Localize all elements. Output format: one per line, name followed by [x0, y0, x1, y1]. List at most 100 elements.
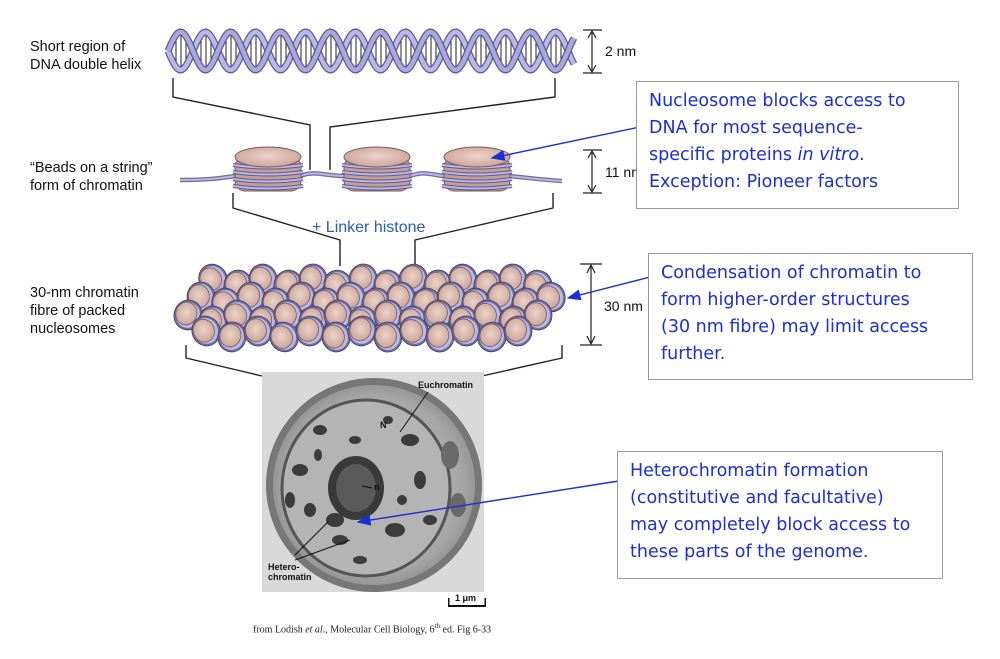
fibre-nucleosome-core — [375, 324, 397, 348]
fibre-nucleosome-core — [192, 319, 215, 343]
heterochromatin-patch — [304, 503, 316, 517]
callout-nucleosome-line4: Exception: Pioneer factors — [649, 172, 879, 192]
fibre-nucleosome — [399, 315, 429, 347]
fibre-nucleosome — [295, 315, 325, 347]
label-linker-histone: + Linker histone — [312, 219, 426, 236]
credit-et-al: et al — [305, 624, 323, 636]
fibre-nucleosome-core — [400, 319, 423, 343]
fibre-nucleosome-core — [425, 301, 448, 325]
fibre-nucleosome-core — [524, 302, 547, 327]
fibre-nucleosome — [423, 299, 453, 331]
micrograph-nucleus-label: N — [380, 420, 387, 430]
heterochromatin-patch — [313, 425, 327, 435]
fibre-nucleosome — [523, 299, 553, 331]
label-dna-helix-line2: DNA double helix — [30, 57, 142, 73]
heterochromatin-patch — [353, 556, 367, 564]
beads-on-string — [179, 146, 563, 192]
fibre-nucleosome — [243, 315, 273, 347]
fibre-nucleosome-core — [175, 301, 198, 326]
label-fibre-line3: nucleosomes — [30, 321, 116, 337]
heterochromatin-patch — [383, 416, 393, 424]
fibre-nucleosome-core — [322, 324, 345, 349]
dimension-helix: 2 nm — [605, 43, 637, 59]
heterochromatin-patch — [292, 464, 308, 476]
fibre-dimension-bar — [580, 263, 602, 346]
heterochromatin-patch — [285, 492, 295, 508]
fibre-nucleosome-core — [452, 318, 475, 343]
label-dna-helix-line1: Short region of — [30, 39, 126, 55]
helix-dimension-bar — [583, 29, 602, 74]
micrograph-hetero-line1: Hetero- — [268, 562, 300, 572]
fibre-nucleosome — [347, 315, 377, 347]
nucleosome-top — [234, 146, 302, 168]
fibre-nucleosome-core — [505, 317, 527, 342]
label-fibre-line1: 30-nm chromatin — [30, 285, 139, 301]
micrograph-hetero-line2: chromatin — [268, 572, 312, 582]
label-dna-helix: Short region of DNA double helix — [30, 38, 141, 74]
callout-condensation-line4: further. — [661, 344, 726, 364]
dna-wrap — [441, 178, 513, 183]
callout-nucleosome-period: . — [859, 145, 865, 165]
fibre-nucleosome — [373, 299, 403, 331]
micrograph-scale-label: 1 μm — [455, 593, 477, 603]
fibre-nucleosome — [477, 321, 507, 353]
dna-wrap — [341, 171, 413, 176]
dna-wrap — [232, 185, 304, 190]
fibre-nucleosome-core — [297, 317, 320, 342]
heterochromatin-patch — [349, 436, 361, 444]
callout-heterochromatin: Heterochromatin formation (constitutive … — [617, 451, 943, 579]
dna-wrap — [441, 185, 513, 190]
chromatin-fibre — [173, 263, 566, 353]
heterochromatin-patch — [314, 449, 322, 461]
fibre-nucleosome-core — [427, 323, 450, 348]
heterochromatin-patch — [385, 523, 405, 537]
credit-pre: from Lodish — [253, 624, 306, 636]
callout-condensation: Condensation of chromatin to form higher… — [648, 253, 973, 380]
figure-credit: from Lodish et al., Molecular Cell Biolo… — [253, 622, 491, 635]
callout-heterochromatin-line2: (constitutive and facultative) — [630, 488, 884, 508]
helix-strand — [165, 29, 576, 73]
fibre-nucleosome — [425, 321, 455, 353]
fibre-nucleosome-core — [219, 323, 242, 348]
heterochromatin-patch — [326, 513, 344, 527]
callout-nucleosome-line3: specific proteins in vitro. — [649, 142, 948, 169]
connector-helix-beads — [172, 78, 556, 170]
callout-nucleosome-line3-text: specific proteins — [649, 145, 798, 165]
fibre-nucleosome — [451, 315, 481, 347]
fibre-nucleosome — [191, 315, 221, 347]
fibre-nucleosome — [217, 321, 247, 353]
fibre-nucleosome — [373, 321, 403, 353]
heterochromatin-patch — [423, 515, 437, 525]
credit-tail: ed. Fig 6-33 — [440, 624, 492, 636]
fibre-nucleosome — [269, 321, 299, 353]
beads-dimension-bar — [583, 149, 602, 194]
credit-sup: th — [434, 622, 441, 630]
helix-strand — [165, 29, 576, 73]
label-fibre-line2: fibre of packed — [30, 303, 126, 319]
callout-heterochromatin-line1: Heterochromatin formation — [630, 461, 869, 481]
fibre-nucleosome-core — [349, 317, 372, 342]
fibre-nucleosome-core — [244, 318, 267, 343]
micrograph-heterochromatin-label: Hetero- chromatin — [268, 562, 312, 582]
fibre-nucleosome-core — [270, 325, 293, 349]
nucleosome-top — [343, 146, 411, 168]
fibre-nucleosome — [321, 321, 351, 353]
label-beads-line1: “Beads on a string” — [30, 160, 153, 176]
connector-beads-fibre — [232, 193, 554, 266]
fibre-nucleosome-core — [479, 323, 502, 347]
callout-heterochromatin-line3: may completely block access to — [630, 515, 911, 535]
label-fibre: 30-nm chromatin fibre of packed nucleoso… — [30, 284, 139, 338]
credit-post: ., Molecular Cell Biology, 6 — [322, 624, 435, 636]
dna-wrap — [232, 171, 304, 176]
dna-helix — [164, 28, 578, 74]
callout-condensation-line1: Condensation of chromatin to — [661, 263, 922, 283]
heterochromatin-patch — [401, 434, 419, 446]
label-beads: “Beads on a string” form of chromatin — [30, 159, 153, 195]
callout-nucleosome-line1: Nucleosome blocks access to — [649, 91, 906, 111]
dimension-beads: 11 nm — [605, 164, 643, 180]
heterochromatin-patch — [397, 495, 407, 505]
heterochromatin-patch — [414, 471, 426, 489]
dna-wrap — [341, 185, 413, 190]
micrograph-euchromatin-label: Euchromatin — [418, 380, 474, 390]
